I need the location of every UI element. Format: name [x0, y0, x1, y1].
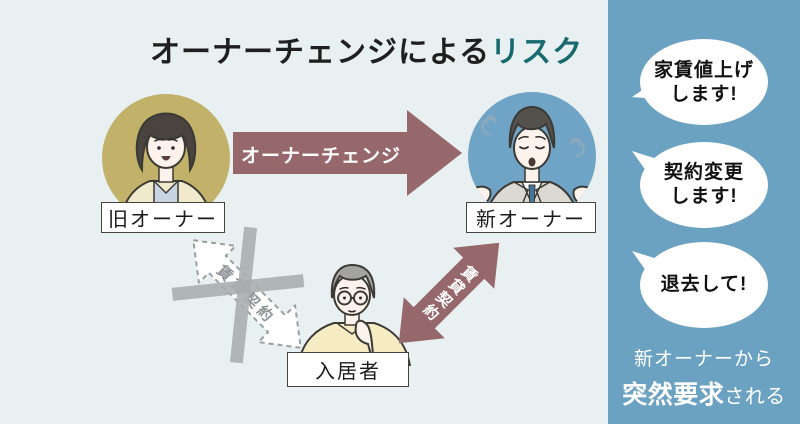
- caption-line2: 突然要求される: [622, 381, 786, 409]
- caption-line1: 新オーナーから: [633, 349, 774, 370]
- confusion-swirl-icon: [569, 137, 585, 158]
- new-owner-label: 新オーナー: [466, 202, 596, 233]
- speech-bubble-text: 家賃値上げ します!: [653, 60, 754, 105]
- diagram-area: オーナーチェンジによるリスク オーナーチェンジ: [101, 27, 596, 387]
- speech-bubble-text: 契約変更 します!: [663, 162, 744, 207]
- glasses-icon: [337, 290, 368, 306]
- speech-bubble: [632, 242, 768, 328]
- speech-bubble-text: 退去して!: [660, 274, 748, 295]
- owner-change-arrow: [233, 110, 462, 196]
- hand-on-chin: [354, 319, 375, 366]
- confusion-swirl-icon: [481, 115, 497, 136]
- new-contract-arrow: [398, 242, 500, 344]
- speech-bubble: [632, 39, 768, 125]
- speech-bubble: [632, 142, 768, 228]
- page-title: オーナーチェンジによるリスク: [150, 27, 582, 71]
- tenant-label: 入居者: [287, 352, 409, 387]
- sidebar: 家賃値上げ します! 契約変更 します! 退去して! 新オーナーから 突然要求さ…: [608, 0, 800, 424]
- old-owner-label: 旧オーナー: [101, 202, 225, 233]
- sidebar-caption: 新オーナーから 突然要求される: [608, 344, 800, 411]
- title-text: オーナーチェンジによる: [150, 36, 491, 69]
- title-accent-text: リスク: [490, 36, 584, 69]
- owner-change-arrow-label: オーナーチェンジ: [240, 146, 401, 167]
